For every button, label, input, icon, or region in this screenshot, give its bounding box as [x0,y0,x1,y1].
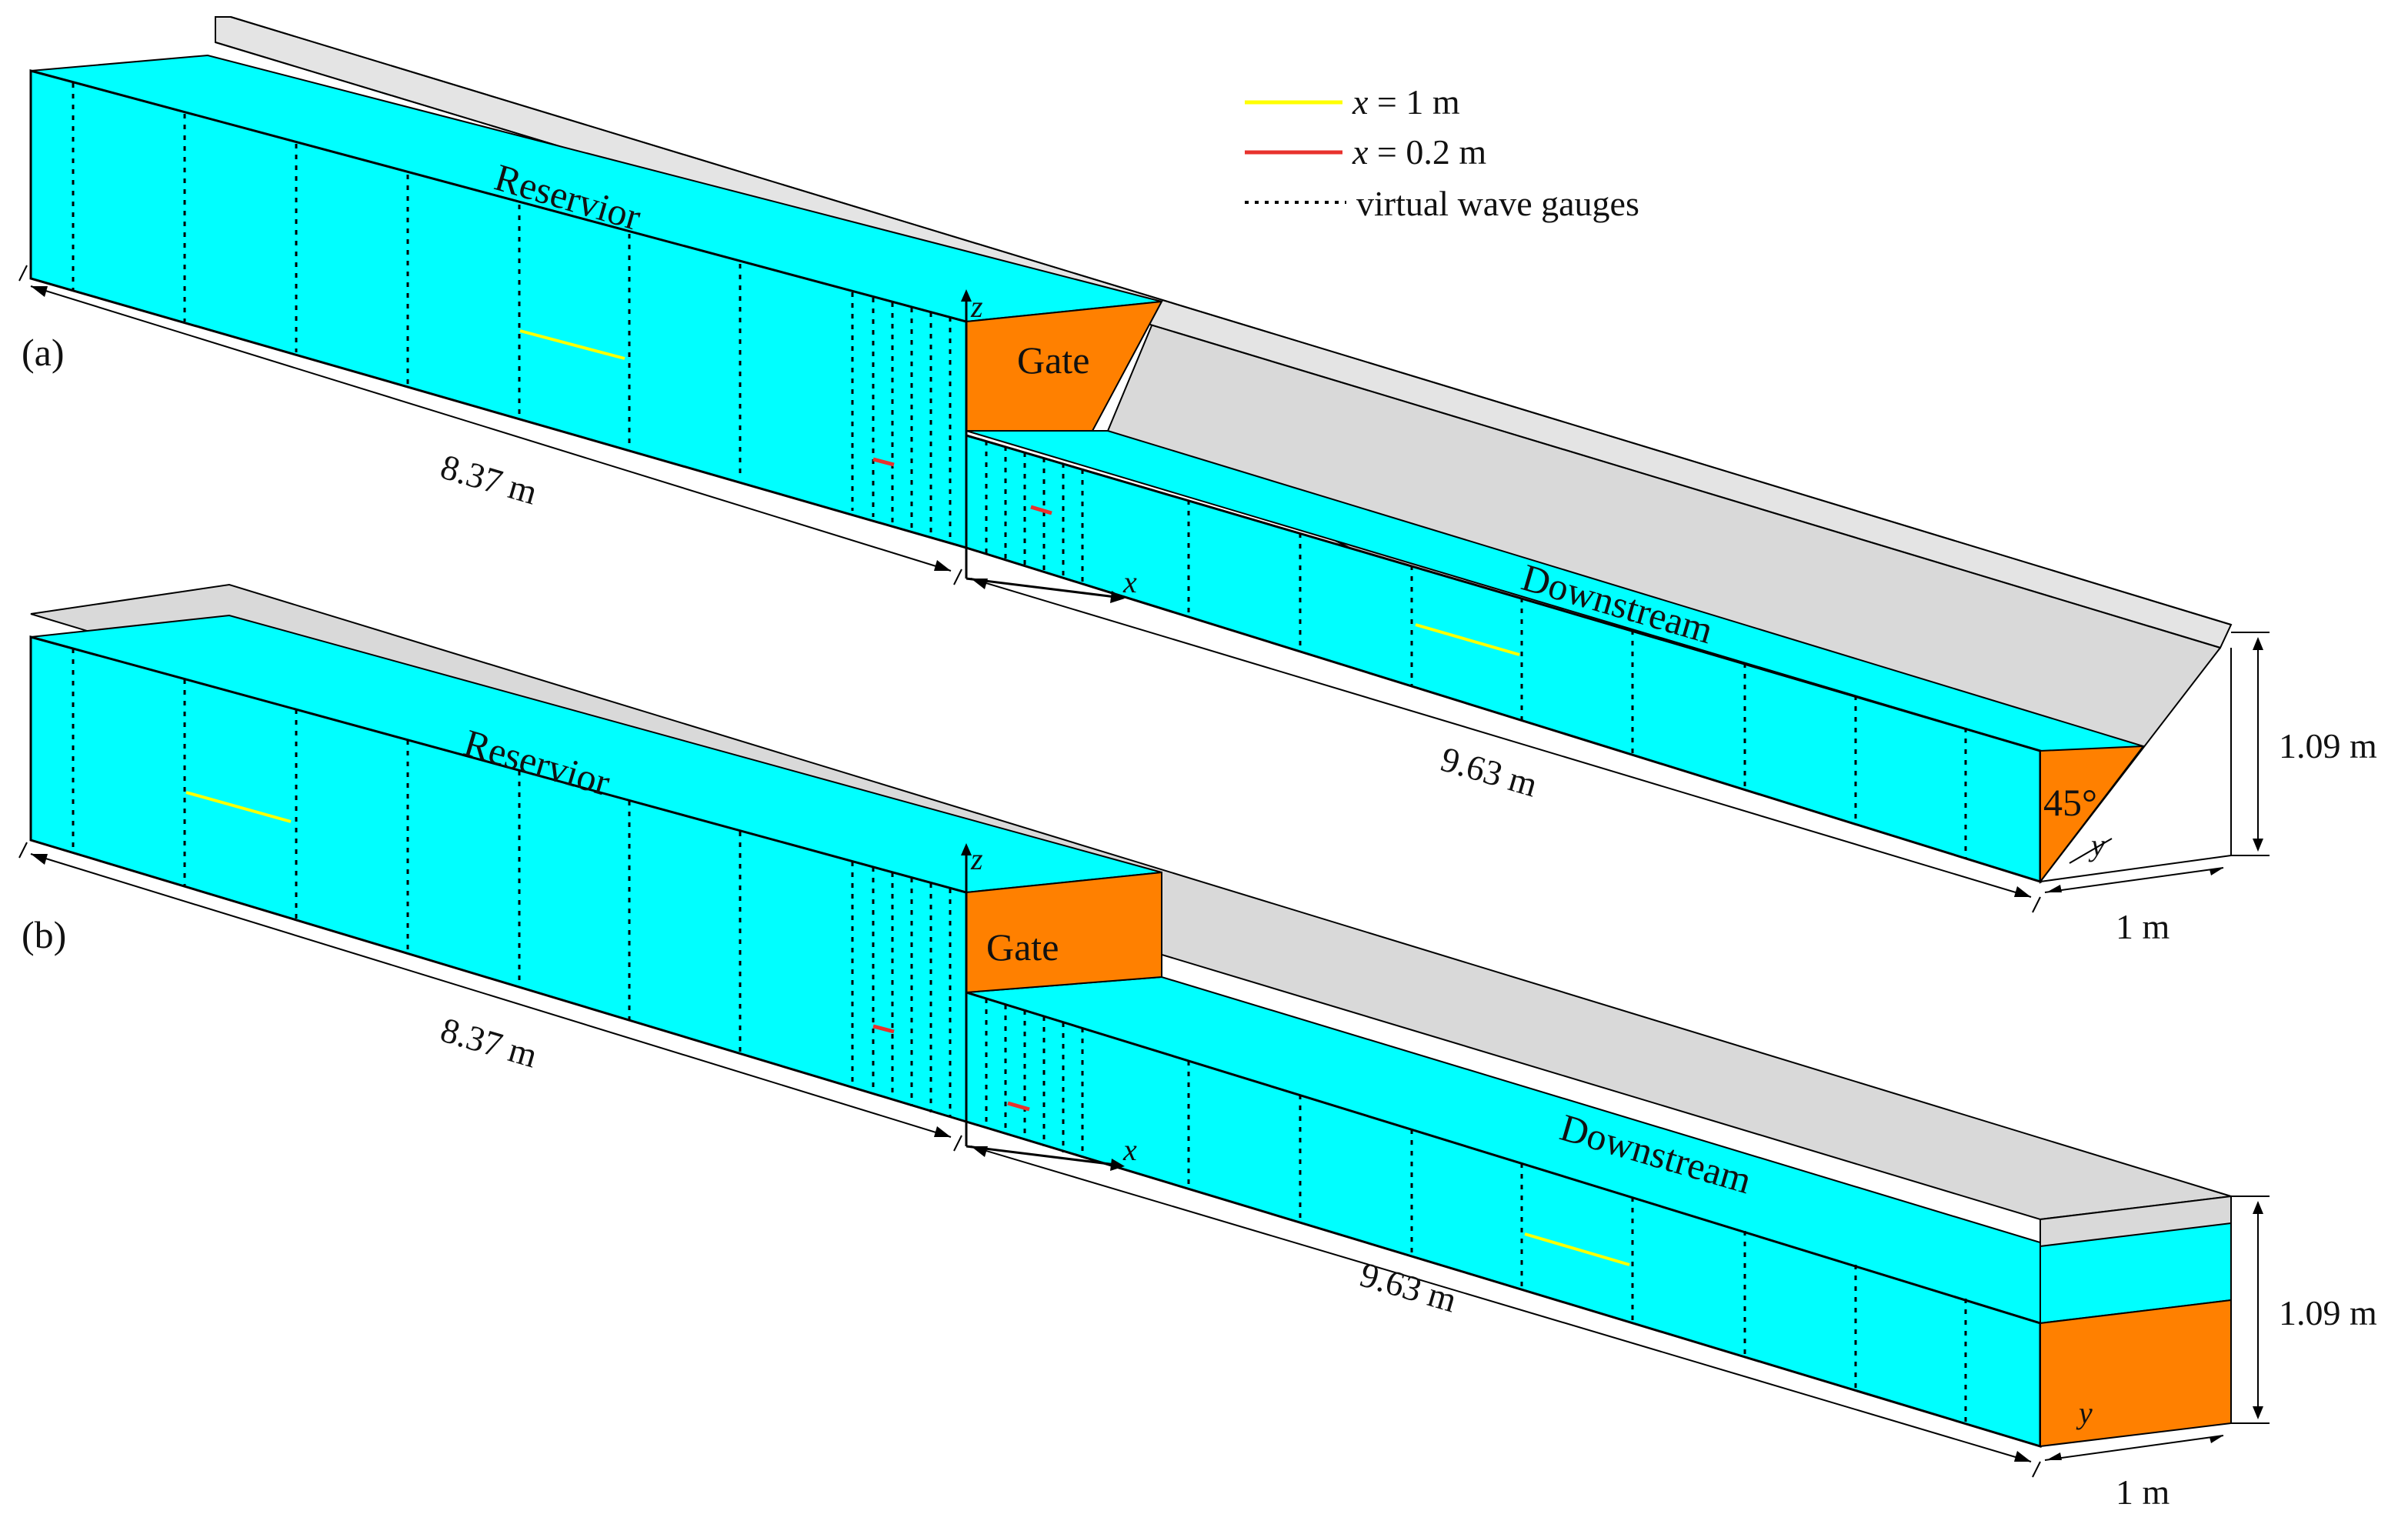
panel-a-gauge-x02-downstream [1030,505,1052,515]
panel-a-height: 1.09 m [2279,726,2377,765]
panel-b-axis-y: y [2076,1396,2093,1430]
panel-a-downstream-length: 9.63 m [1436,739,1542,805]
panel-b-axis-x: x [1122,1132,1137,1167]
panel-b-end-wall [2039,1299,2232,1448]
panel-a-axes: z x y [961,289,2113,864]
panel-a-gauge-x02-reservoir [872,457,895,467]
panel-a-axis-y: y [2088,828,2105,862]
legend: x = 1 m x = 0.2 m virtual wave gauges [1245,82,1639,223]
panel-a: Reservior Downstream Gate 45° (a) z x y … [18,16,2377,946]
panel-b-downstream-gauges [985,999,1967,1425]
panel-b-gauge-x1-reservoir [185,791,292,823]
panel-b-axis-z: z [970,842,983,876]
panel-a-end-wall [2039,745,2146,884]
panel-b-gauge-x02-reservoir [872,1024,895,1034]
panel-b-reservoir-gauges [72,649,952,1117]
panel-a-width: 1 m [2116,907,2170,946]
legend-item-2: x = 0.2 m [1352,132,1486,172]
panel-b-gate-label: Gate [986,925,1059,969]
panel-b-reservoir-length: 8.37 m [436,1010,542,1075]
panel-b-gauge-x02-downstream [1007,1101,1030,1112]
panel-a-angle-label: 45° [2043,781,2097,824]
panel-b-gauge-x1-downstream [1524,1232,1630,1266]
panel-a-top-rail [215,16,2233,649]
panel-a-axis-z: z [970,289,983,324]
panel-a-reservoir-length: 8.37 m [436,447,542,512]
panel-a-axis-x: x [1122,565,1137,599]
panel-b: Reservior Downstream Gate (b) z x y 8.37… [18,583,2377,1512]
panel-a-gauge-x1-downstream [1415,623,1520,656]
panel-a-label: (a) [22,331,65,374]
panel-a-gate-label: Gate [1017,338,1089,382]
panel-b-axes: z x y [961,842,2093,1430]
panel-b-height: 1.09 m [2279,1293,2377,1332]
panel-b-width: 1 m [2116,1472,2170,1512]
legend-item-3: virtual wave gauges [1356,184,1639,223]
panel-a-downstream-gauges [985,441,1967,859]
panel-a-reservoir-gauges [72,83,952,542]
panel-a-gauge-x1-reservoir [519,329,625,360]
legend-item-1: x = 1 m [1352,82,1460,122]
panel-b-label: (b) [22,913,66,956]
